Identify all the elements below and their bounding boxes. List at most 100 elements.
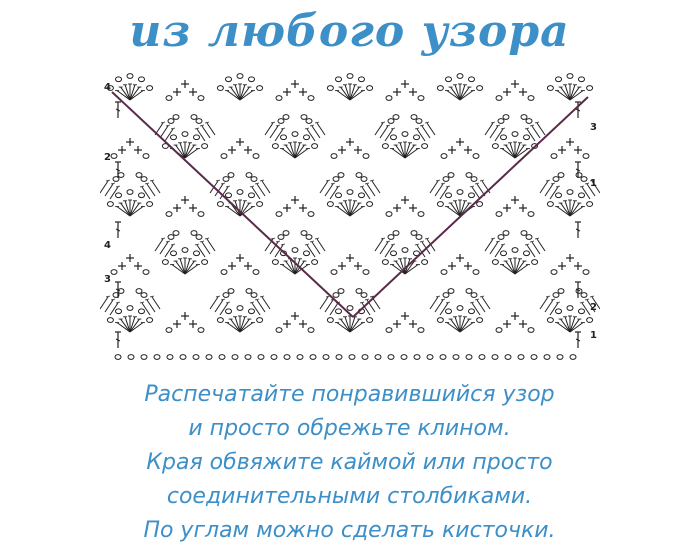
chain-stitch	[247, 192, 255, 199]
chain-stitch	[410, 230, 418, 236]
chain-stitch	[415, 234, 423, 240]
chain-stitch	[566, 73, 574, 79]
chain-stitch	[337, 172, 345, 178]
chain-stitch	[277, 118, 285, 124]
chain-stitch	[525, 118, 533, 124]
chain-stitch	[447, 172, 455, 178]
chain-stitch	[504, 354, 512, 360]
chain-stitch	[275, 211, 283, 217]
chain-stitch	[543, 354, 551, 360]
single-crochet	[409, 204, 417, 212]
chain-stitch	[142, 269, 150, 275]
chain-stitch	[291, 131, 299, 137]
chain-stitch	[552, 176, 560, 182]
shell-fan	[115, 199, 145, 217]
chain-stitch	[305, 118, 313, 124]
shell-fan	[555, 83, 585, 101]
chain-stitch	[421, 143, 429, 149]
chain-stitch	[220, 153, 228, 159]
chain-stitch	[153, 354, 161, 360]
row-number-right: 2	[590, 302, 597, 313]
single-crochet	[291, 312, 299, 320]
chain-stitch	[436, 85, 444, 91]
single-crochet	[393, 88, 401, 96]
chain-stitch	[495, 95, 503, 101]
diagonal-stitches	[194, 121, 216, 142]
chain-stitch	[161, 259, 169, 265]
diagonal-stitches	[429, 179, 451, 200]
diagonal-stitches	[484, 237, 506, 258]
chain-stitch	[218, 354, 226, 360]
chain-stitch	[569, 354, 577, 360]
chain-stitch	[442, 176, 450, 182]
single-crochet	[338, 262, 346, 270]
instructions-caption: Распечатайте понравившийся узор и просто…	[0, 378, 699, 548]
chain-stitch	[531, 143, 539, 149]
cut-line-left	[111, 91, 354, 318]
single-crochet	[134, 262, 142, 270]
shell-fan	[335, 315, 365, 333]
single-crochet	[464, 146, 472, 154]
chain-stitch	[135, 172, 143, 178]
single-crochet	[401, 80, 409, 88]
chain-stitch	[335, 192, 343, 199]
chain-stitch	[300, 230, 308, 236]
chain-stitch	[256, 201, 264, 207]
shell-fan	[390, 257, 420, 275]
single-crochet	[283, 204, 291, 212]
chain-stitch	[467, 308, 475, 315]
chain-stitch	[472, 269, 480, 275]
chain-stitch	[546, 201, 554, 207]
chain-stitch	[309, 354, 317, 360]
chain-stitch	[580, 176, 588, 182]
chain-stitch	[252, 153, 260, 159]
diagonal-stitches	[304, 237, 326, 258]
chain-stitch	[197, 327, 205, 333]
chain-stitch	[227, 172, 235, 178]
chain-stitch	[106, 201, 114, 207]
chain-stitch	[381, 259, 389, 265]
chain-stitch	[500, 250, 508, 257]
diagonal-stitches	[154, 121, 176, 142]
chain-stitch	[575, 172, 583, 178]
single-crochet	[173, 320, 181, 328]
chain-stitch	[307, 95, 315, 101]
diagonal-stitches	[249, 179, 271, 200]
chain-stitch	[137, 76, 145, 83]
chain-stitch	[126, 73, 134, 79]
chain-stitch	[216, 317, 224, 323]
single-crochet	[448, 262, 456, 270]
chain-stitch	[181, 247, 189, 253]
chain-stitch	[275, 327, 283, 333]
chain-stitch	[283, 354, 291, 360]
single-crochet	[126, 254, 134, 262]
chain-stitch	[146, 317, 154, 323]
chain-stitch	[146, 201, 154, 207]
diagonal-stitches	[139, 295, 161, 316]
chain-stitch	[467, 76, 475, 83]
single-crochet	[189, 88, 197, 96]
chain-stitch	[307, 327, 315, 333]
chain-stitch	[478, 354, 486, 360]
chain-stitch	[456, 305, 464, 311]
chain-stitch	[390, 250, 398, 257]
chain-stitch	[231, 354, 239, 360]
row-number-left: 4	[104, 240, 111, 251]
shell-fan	[335, 199, 365, 217]
diagonal-stitches	[319, 179, 341, 200]
chain-stitch	[400, 354, 408, 360]
chain-stitch	[385, 327, 393, 333]
single-crochet	[228, 146, 236, 154]
chain-stitch	[366, 85, 374, 91]
chain-stitch	[495, 211, 503, 217]
chain-stitch	[126, 305, 134, 311]
single-crochet	[228, 262, 236, 270]
chain-stitch	[137, 192, 145, 199]
chain-stitch	[337, 288, 345, 294]
caption-line: Края обвяжите каймой или просто	[146, 450, 553, 475]
chain-stitch	[381, 143, 389, 149]
single-crochet	[189, 204, 197, 212]
single-crochet	[118, 262, 126, 270]
chain-stitch	[517, 354, 525, 360]
